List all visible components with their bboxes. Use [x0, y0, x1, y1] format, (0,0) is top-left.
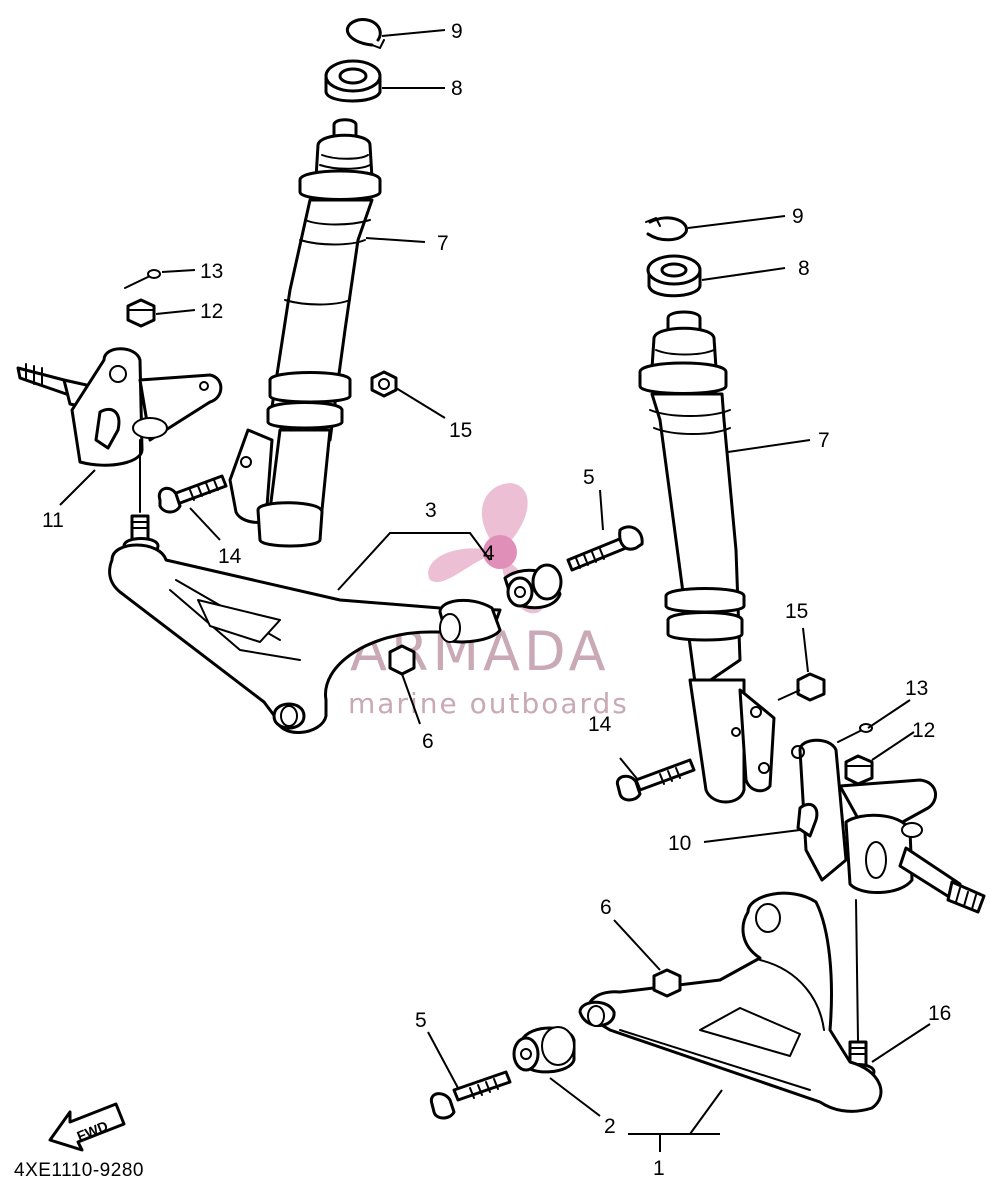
callout-5-left: 5 [583, 466, 595, 489]
callout-2: 2 [604, 1115, 616, 1138]
fwd-arrow: FWD [48, 1102, 126, 1152]
callout-5-right: 5 [415, 1009, 427, 1032]
callout-3: 3 [425, 499, 437, 522]
cotter-pin-part-13-left [124, 269, 161, 289]
callout-12-right: 12 [912, 719, 935, 742]
armada-watermark: ARMADA marine outboards [348, 483, 629, 720]
callout-14-right: 14 [588, 713, 612, 736]
castle-nut-part-12-right [844, 754, 874, 786]
shock-absorber-part-7-right [638, 310, 776, 804]
callout-10: 10 [668, 832, 691, 855]
callout-9-left: 9 [451, 20, 463, 43]
callout-7-right: 7 [818, 429, 830, 452]
callout-12-left: 12 [200, 300, 223, 323]
callout-1: 1 [653, 1157, 665, 1180]
callout-8-left: 8 [451, 77, 463, 100]
shock-absorber-part-7-left [228, 118, 382, 548]
bolt-part-5-left [566, 525, 644, 572]
callout-14-left: 14 [218, 545, 242, 568]
callout-6-left: 6 [422, 730, 434, 753]
callout-4: 4 [483, 542, 495, 565]
callout-13-left: 13 [200, 260, 223, 283]
diagram-code: 4XE1110-9280 [14, 1160, 144, 1181]
lower-arm-part-1 [578, 891, 883, 1113]
steering-knuckle-part-11-left [16, 347, 223, 467]
callout-15-left: 15 [449, 419, 472, 442]
bushing-part-2 [512, 1026, 576, 1074]
castle-nut-part-12-left [126, 298, 156, 328]
bolt-part-14-right [615, 758, 696, 802]
leader-lines [59, 29, 931, 1152]
bushing-part-4 [503, 563, 563, 610]
bolt-part-5-right [429, 1070, 512, 1120]
cotter-pin-part-13-right [837, 723, 873, 743]
callout-8-right: 8 [798, 257, 810, 280]
upper-arm-part-3 [108, 543, 502, 734]
bolt-part-14-left [157, 474, 228, 514]
callout-15-right: 15 [785, 600, 808, 623]
nut-part-15-right [796, 672, 826, 702]
callout-9-right: 9 [792, 205, 804, 228]
nut-part-15-left [370, 370, 398, 398]
callout-13-right: 13 [905, 677, 928, 700]
callout-labels: 9 8 7 13 12 15 11 14 3 4 5 6 9 8 7 15 13… [42, 20, 951, 1180]
steering-knuckle-part-10-right [791, 738, 986, 914]
callout-6-right: 6 [600, 896, 612, 919]
bushing-part-8-right [646, 254, 702, 298]
circlip-part-9-left [345, 18, 385, 49]
nut-part-6-right [652, 968, 682, 998]
bushing-part-8-left [324, 59, 382, 103]
callout-11: 11 [42, 509, 64, 532]
callout-16: 16 [928, 1002, 951, 1025]
circlip-part-9-right [645, 216, 688, 242]
callout-7-left: 7 [437, 232, 449, 255]
nut-part-6-left [388, 644, 416, 676]
watermark-tagline: marine outboards [348, 687, 629, 720]
